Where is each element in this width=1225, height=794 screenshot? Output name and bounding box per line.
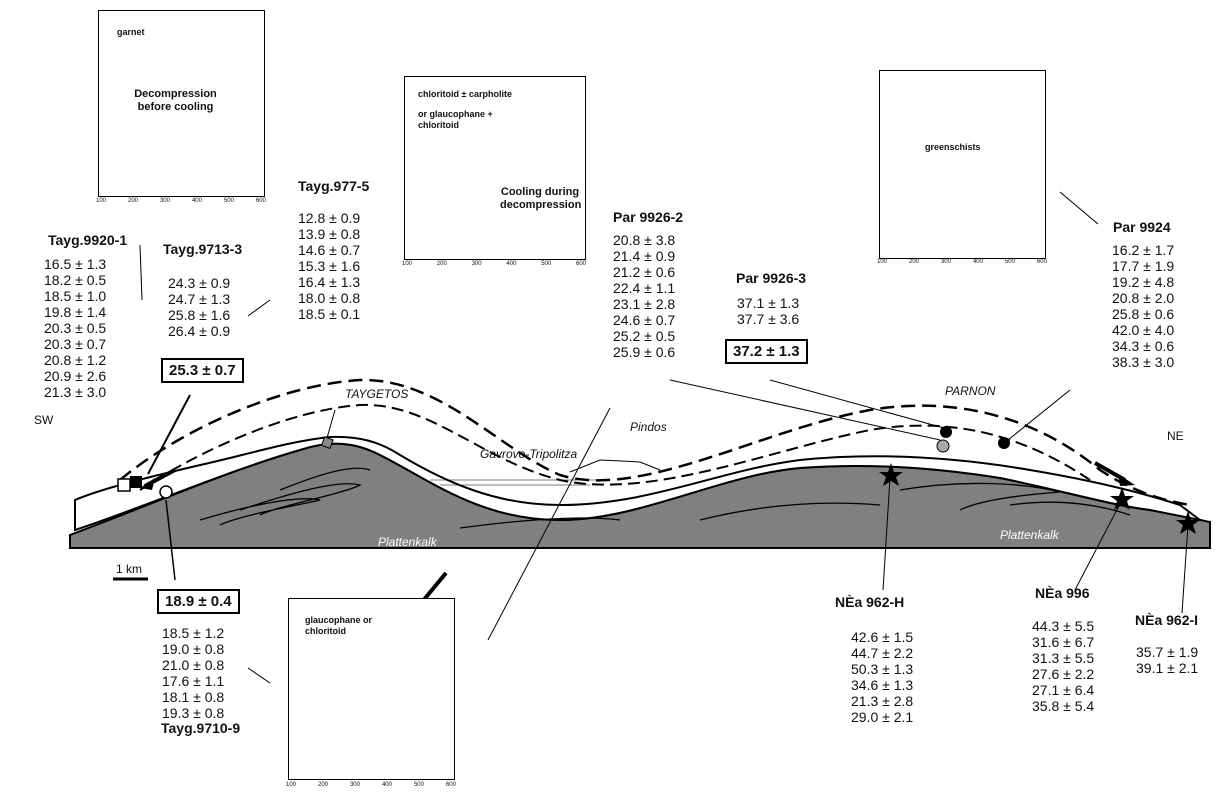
leader-par9924 bbox=[1007, 389, 1071, 441]
label-sw: SW bbox=[34, 413, 54, 427]
leader-par9926-3 bbox=[769, 379, 945, 429]
marker-circle-filled-1 bbox=[940, 426, 952, 438]
leader-greenschists bbox=[1059, 191, 1099, 225]
marker-square-open bbox=[117, 478, 131, 492]
marker-circle-open bbox=[159, 485, 173, 499]
inset-chloritoid bbox=[404, 76, 586, 260]
label-pindos: Pindos bbox=[630, 420, 667, 434]
leader-glauc bbox=[487, 407, 611, 641]
sample-tayg977-5-name: Tayg.977-5 bbox=[298, 178, 370, 194]
sample-tayg9920-1-name: Tayg.9920-1 bbox=[48, 232, 128, 248]
label-parnon: PARNON bbox=[945, 384, 996, 398]
inset-greenschists-label: greenschists bbox=[925, 142, 981, 152]
sample-par9926-3-name: Par 9926-3 bbox=[736, 270, 807, 286]
leader-tayg977 bbox=[247, 299, 271, 317]
dashed-restoration-1 bbox=[119, 378, 1191, 507]
marker-star-1 bbox=[879, 463, 903, 486]
marker-diamond bbox=[320, 436, 334, 450]
leader-par9926-2 bbox=[669, 379, 941, 441]
fold-lines bbox=[199, 467, 1131, 529]
leader-tayg9710-b bbox=[247, 667, 271, 684]
sample-nea962-h-name: NÈa 962-H bbox=[835, 594, 905, 610]
leader-nea962h bbox=[882, 477, 891, 591]
leader-tayg9710-a bbox=[165, 499, 176, 581]
thrust-arrow-sw-head bbox=[140, 478, 155, 490]
sample-nea962-i-name: NÈa 962-I bbox=[1135, 612, 1199, 628]
sample-tayg9710-9-boxed: 18.9 ± 0.4 bbox=[157, 589, 240, 614]
sample-par9926-3-boxed: 37.2 ± 1.3 bbox=[725, 339, 808, 364]
sample-tayg9710-9-name: Tayg.9710-9 bbox=[161, 720, 241, 736]
marker-circle-filled-2 bbox=[998, 437, 1010, 449]
sample-nea996-name: NÈa 996 bbox=[1035, 585, 1090, 601]
leader-nea962i bbox=[1181, 524, 1189, 614]
marker-square-filled bbox=[130, 476, 142, 488]
sample-par9924-name: Par 9924 bbox=[1113, 219, 1171, 235]
inset-chloritoid-caption: Cooling during decompression bbox=[500, 186, 582, 211]
sample-par9926-2-name: Par 9926-2 bbox=[613, 209, 684, 225]
inset-glaucophane bbox=[288, 598, 455, 780]
marker-circle-grey bbox=[936, 439, 950, 453]
label-gavrovo: Gavrovo-Tripolitza bbox=[480, 447, 578, 461]
inset-greenschists bbox=[879, 70, 1046, 259]
label-ne: NE bbox=[1167, 429, 1184, 443]
dashed-restoration-2 bbox=[139, 403, 1091, 491]
inset-chloritoid-label-2: or glaucophane + chloritoid bbox=[418, 109, 493, 130]
label-taygetos: TAYGETOS bbox=[345, 387, 409, 401]
label-plattenkalk-left: Plattenkalk bbox=[378, 535, 437, 549]
inset-garnet-label: garnet bbox=[117, 27, 145, 37]
pindos-nappe bbox=[569, 459, 661, 473]
leader-tayg977-b bbox=[326, 409, 336, 439]
marker-star-2 bbox=[1110, 487, 1134, 510]
label-plattenkalk-right: Plattenkalk bbox=[1000, 528, 1059, 542]
leader-tayg9920 bbox=[139, 244, 143, 301]
sample-tayg9713-3-name: Tayg.9713-3 bbox=[163, 241, 243, 257]
inset-chloritoid-label-1: chloritoid ± carpholite bbox=[418, 89, 512, 99]
leader-nea996 bbox=[1074, 499, 1123, 591]
marker-star-3 bbox=[1176, 511, 1200, 534]
scale-bar-label: 1 km bbox=[116, 562, 143, 576]
inset-garnet bbox=[98, 10, 265, 197]
inset-glaucophane-label: glaucophane or chloritoid bbox=[305, 615, 373, 636]
inset-garnet-caption: Decompression before cooling bbox=[134, 88, 217, 113]
sample-tayg9713-3-boxed: 25.3 ± 0.7 bbox=[161, 358, 244, 383]
thrust-arrow-ne-head bbox=[1118, 474, 1135, 486]
leader-tayg9713 bbox=[147, 394, 191, 475]
